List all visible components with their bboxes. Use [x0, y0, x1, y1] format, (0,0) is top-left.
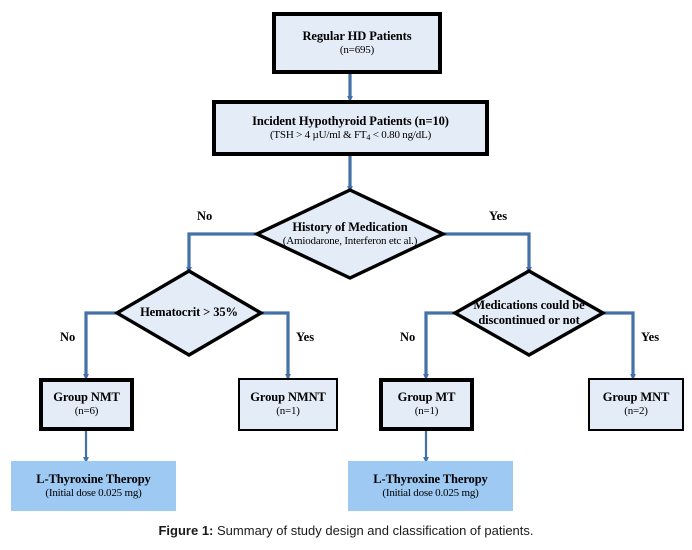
group-nmt-count: (n=6) [74, 405, 99, 418]
node-group-mnt: Group MNT (n=2) [588, 378, 684, 431]
node-group-nmt: Group NMT (n=6) [39, 378, 134, 431]
group-nmnt-title: Group NMNT [250, 390, 326, 404]
decision-discontinue-text: Medications could be discontinued or not [456, 292, 602, 334]
group-nmt-title: Group NMT [53, 390, 120, 404]
node-regular-hd-patients: Regular HD Patients (n=695) [272, 12, 442, 74]
group-nmnt-count: (n=1) [276, 405, 300, 418]
medication-history-detail: (Amiodarone, Interferon etc al.) [282, 234, 418, 247]
node-therapy-left: L-Thyroxine Theropy (Initial dose 0.025 … [11, 461, 176, 511]
edge-label-hematocrit-no: No [60, 330, 76, 344]
figure-caption: Figure 1: Summary of study design and cl… [0, 523, 692, 538]
incident-criteria-pre: (TSH > 4 µU/ml & FT [269, 128, 367, 141]
edge-discontinue-yes [603, 311, 637, 381]
decision-medication-history-text: History of Medication (Amiodarone, Inter… [252, 212, 448, 256]
incident-criteria: (TSH > 4 µU/ml & FT4 < 0.80 ng/dL) [270, 129, 431, 143]
edge-label-hematocrit-yes: Yes [296, 330, 315, 344]
edge-medication-yes [443, 232, 533, 274]
edge-label-discontinue-yes: Yes [641, 330, 660, 344]
hematocrit-title: Hematocrit > 35% [140, 305, 238, 320]
edge-label-discontinue-no: No [400, 330, 416, 344]
therapy-left-title: L-Thyroxine Theropy [36, 471, 151, 486]
decision-hematocrit-text: Hematocrit > 35% [119, 301, 259, 325]
decision-hematocrit [113, 269, 265, 357]
cohort-title: Regular HD Patients [302, 28, 412, 43]
decision-medication-history [253, 188, 447, 280]
incident-criteria-sub: 4 [366, 132, 371, 142]
discontinue-line1: Medications could be [473, 297, 585, 312]
node-incident-hypothyroid-patients: Incident Hypothyroid Patients (n=10) (TS… [212, 100, 489, 156]
group-mnt-title: Group MNT [602, 390, 670, 404]
group-mt-title: Group MT [397, 390, 456, 404]
incident-criteria-post: < 0.80 ng/dL) [370, 128, 432, 141]
figure-caption-text: Summary of study design and classificati… [217, 523, 534, 538]
therapy-right-title: L-Thyroxine Theropy [373, 471, 488, 486]
decision-discontinue [451, 269, 607, 357]
node-group-mt: Group MT (n=1) [379, 378, 474, 431]
edge-hematocrit-yes [261, 311, 292, 381]
edge-label-medication-no: No [197, 209, 213, 223]
therapy-right-dose: (Initial dose 0.025 mg) [382, 486, 479, 499]
edge-hematocrit-no [83, 311, 117, 381]
edge-medication-no [186, 232, 257, 274]
edge-discontinue-no [423, 311, 455, 381]
edge-label-medication-yes: Yes [489, 209, 508, 223]
node-therapy-right: L-Thyroxine Theropy (Initial dose 0.025 … [348, 461, 513, 511]
figure-caption-label: Figure 1: [158, 523, 214, 538]
therapy-left-dose: (Initial dose 0.025 mg) [45, 486, 142, 499]
group-mt-count: (n=1) [414, 405, 439, 418]
discontinue-line2: discontinued or not [478, 313, 580, 327]
incident-title: Incident Hypothyroid Patients (n=10) [252, 113, 449, 128]
medication-history-title: History of Medication [292, 219, 408, 234]
cohort-count: (n=695) [339, 43, 375, 56]
node-group-nmnt: Group NMNT (n=1) [238, 378, 338, 431]
group-mnt-count: (n=2) [624, 405, 648, 418]
